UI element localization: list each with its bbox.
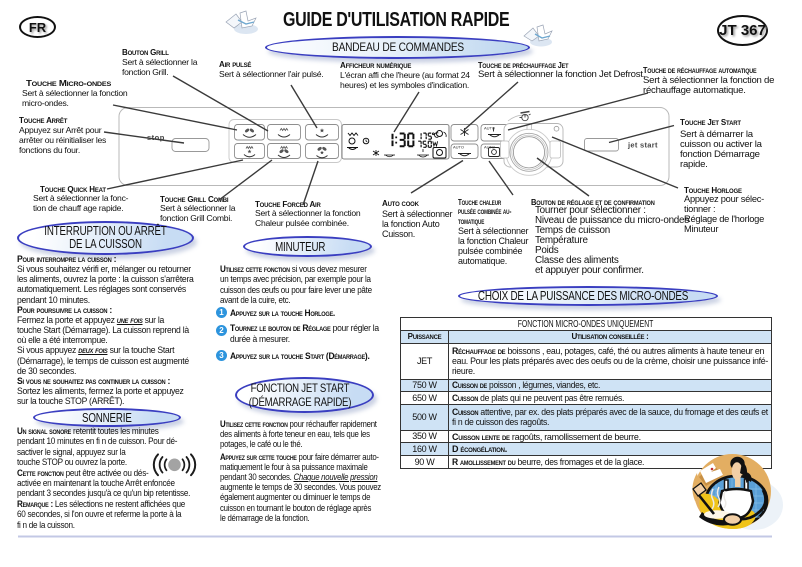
svg-text:stop: stop bbox=[147, 133, 165, 142]
svg-text:AUTO: AUTO bbox=[484, 145, 495, 150]
svg-text:AUTO: AUTO bbox=[453, 145, 464, 150]
svg-text:AUTO: AUTO bbox=[484, 126, 495, 131]
svg-text:jet start: jet start bbox=[627, 141, 658, 150]
